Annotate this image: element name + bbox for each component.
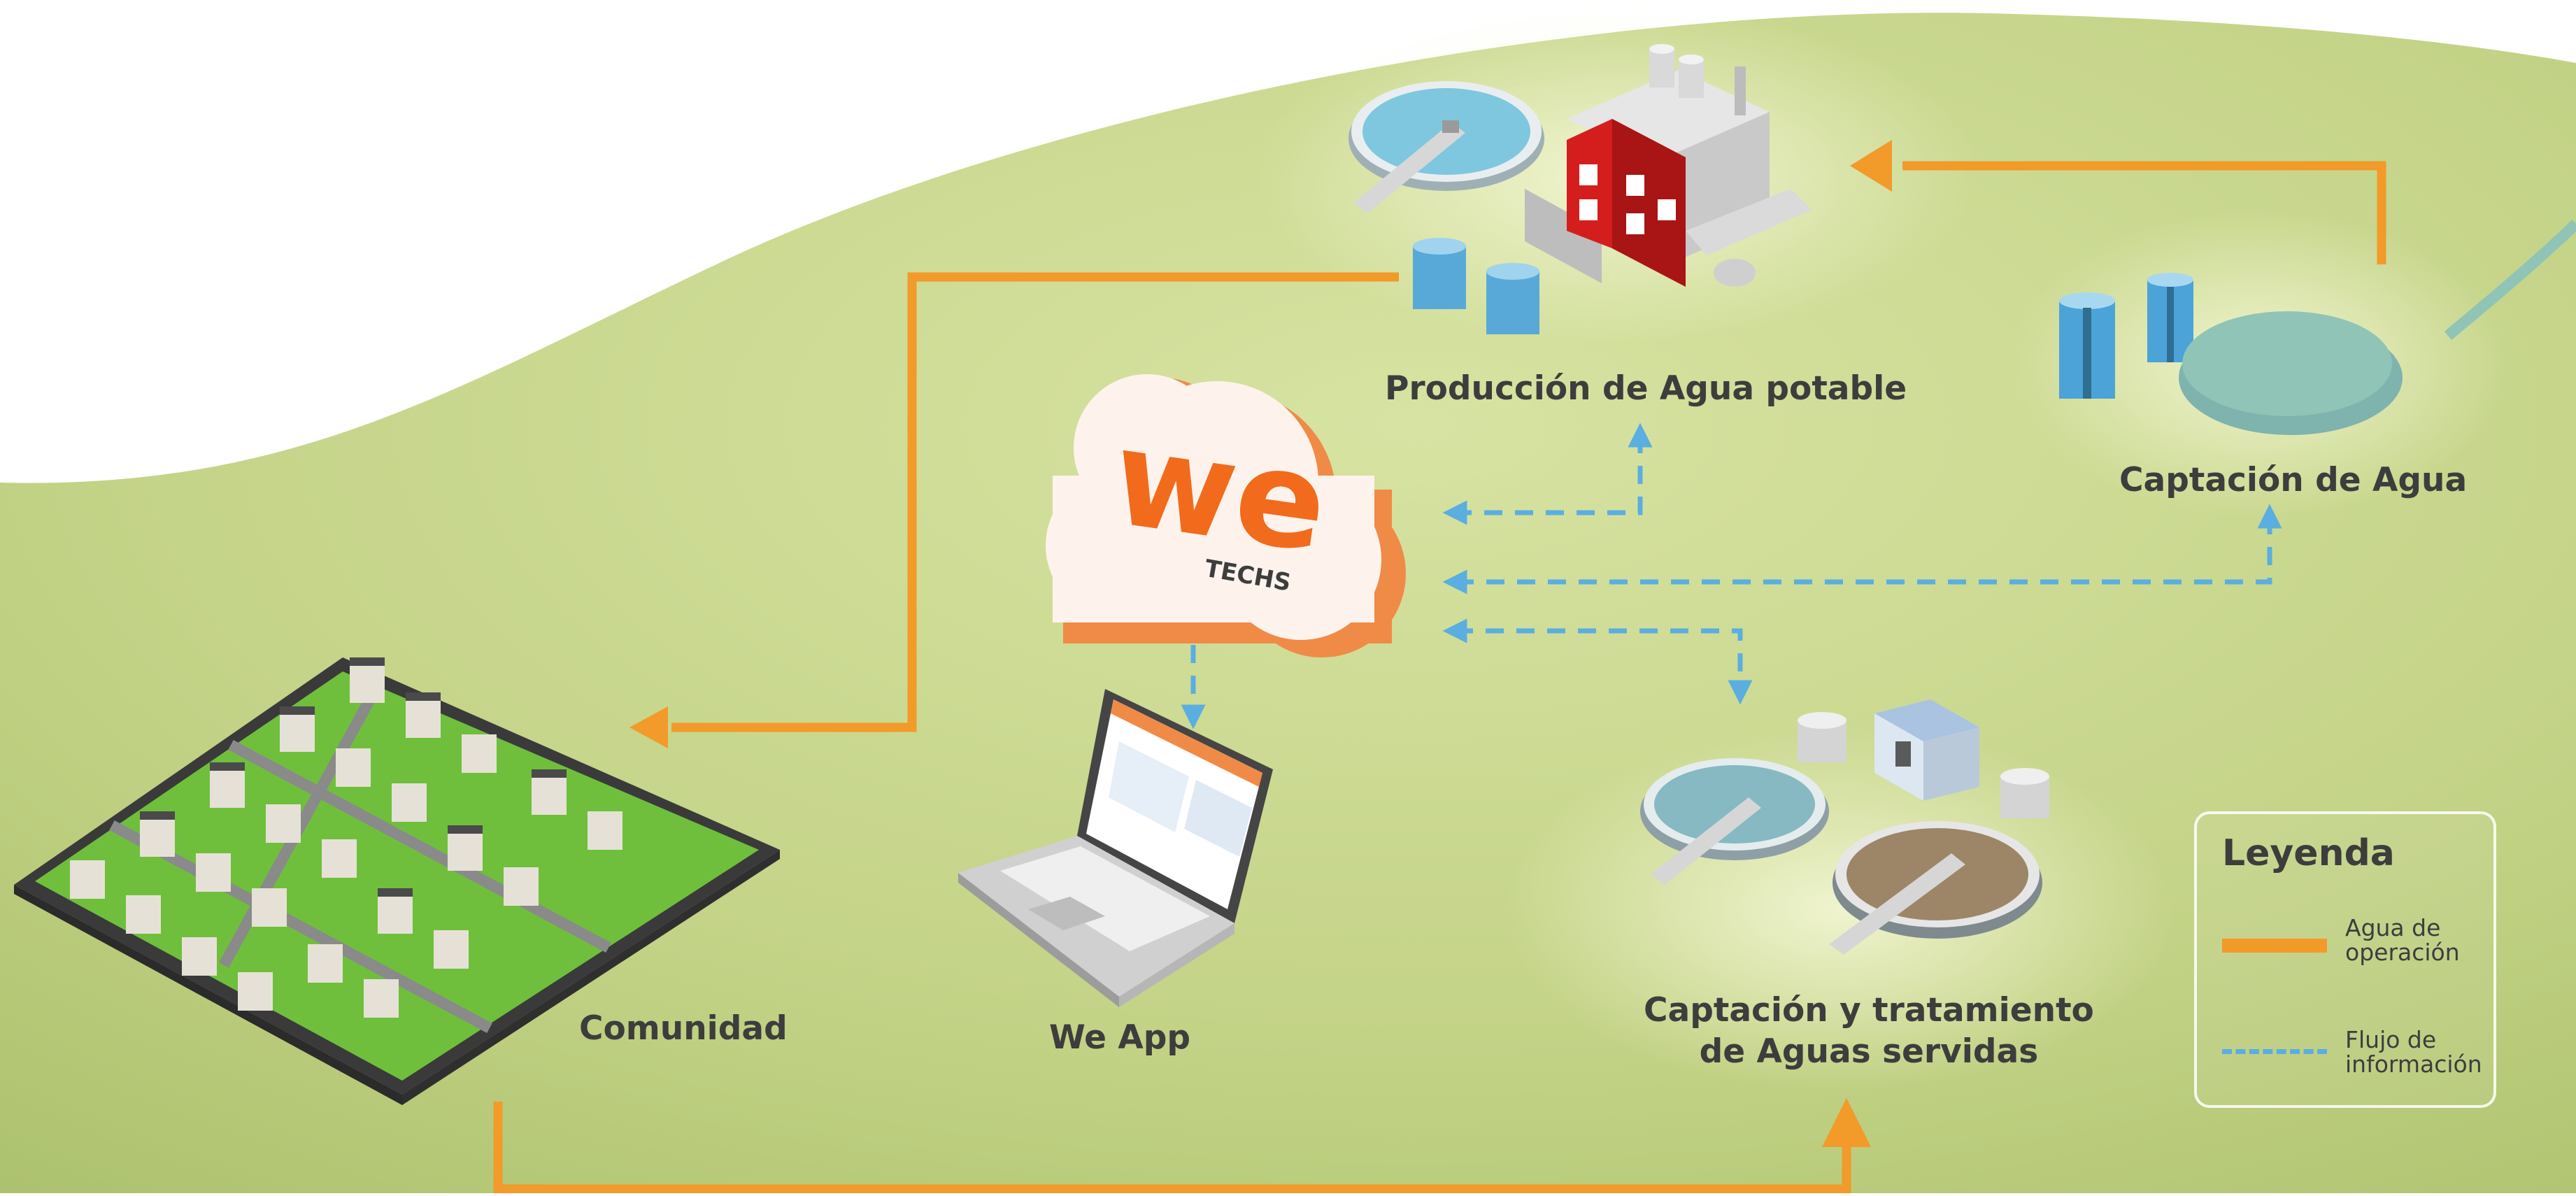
wastewater-treatment-illustration (1640, 699, 2049, 955)
we-techs-cloud-logo: we TECHS (1046, 374, 1406, 657)
legend-title: Leyenda (2222, 832, 2395, 874)
legend-operation-line1: Agua de (2345, 914, 2441, 941)
community-neighborhood-illustration (14, 657, 780, 1105)
legend-box: Leyenda Agua de operación Flujo de infor… (2194, 811, 2496, 1108)
label-treatment-line2: de Aguas servidas (1699, 1032, 2039, 1071)
legend-operation-line (2222, 939, 2327, 953)
laptop-we-app-illustration (958, 689, 1273, 1007)
water-capture-illustration (2059, 273, 2403, 435)
legend-info-text: Flujo de información (2345, 1026, 2485, 1078)
arrowhead-to-production (1850, 140, 1892, 192)
flow-production-to-community (671, 272, 1399, 732)
flow-community-to-treatment (493, 1102, 1851, 1194)
river-stream (2444, 220, 2576, 341)
info-flow-capture (1442, 504, 2282, 595)
arrowhead-to-community (629, 706, 668, 748)
legend-info-line (2222, 1049, 2327, 1054)
info-flow-treatment (1442, 618, 1753, 705)
operation-water-flows (493, 161, 2386, 1194)
label-production: Producción de Agua potable (1385, 369, 1907, 408)
flow-capture-to-production (1902, 161, 2386, 264)
label-we-app: We App (1049, 1018, 1191, 1057)
legend-operation-text: Agua de operación (2345, 916, 2485, 964)
label-community: Comunidad (579, 1009, 788, 1048)
legend-info-line1: Flujo de (2345, 1026, 2437, 1053)
legend-operation-line2: operación (2345, 938, 2460, 966)
label-treatment: Captación y tratamiento de Aguas servida… (1644, 990, 2094, 1073)
water-production-plant-illustration (1349, 44, 1812, 334)
arrowhead-to-treatment (1822, 1098, 1871, 1147)
label-treatment-line1: Captación y tratamiento (1644, 991, 2094, 1030)
logo-main-text: we (1104, 399, 1336, 582)
legend-info-line2: información (2345, 1050, 2482, 1078)
label-capture: Captación de Agua (2119, 461, 2468, 499)
